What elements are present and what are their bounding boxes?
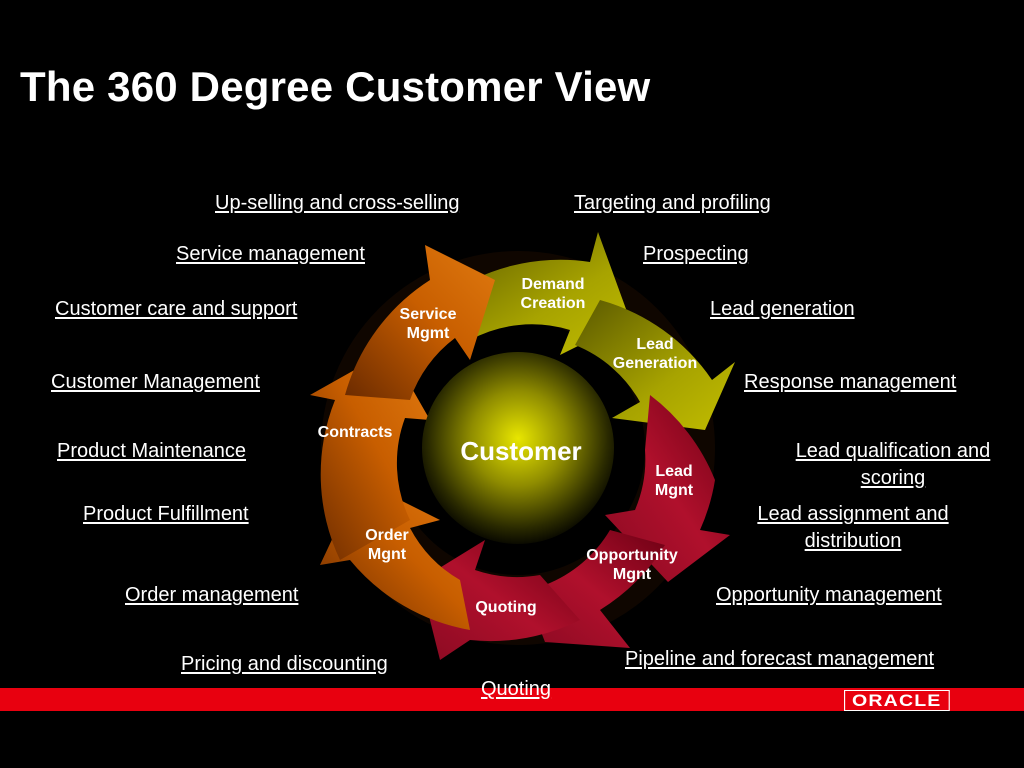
stage-label-line: Order [365,527,409,544]
stage-label-line: Contracts [318,424,393,441]
link-response-management[interactable]: Response management [744,371,957,393]
stage-label-line: Service [400,306,457,323]
link-lead-generation[interactable]: Lead generation [710,298,855,320]
stage-label-line: Demand [521,276,584,293]
segment-lead-mgnt [605,395,730,582]
link-targeting-profiling[interactable]: Targeting and profiling [574,192,771,214]
link-customer-management[interactable]: Customer Management [51,371,260,393]
link-opportunity-management[interactable]: Opportunity management [716,584,942,606]
footer-bar: ORACLE [0,688,1024,711]
link-up-selling[interactable]: Up-selling and cross-selling [215,192,460,214]
cycle-segments [310,232,735,660]
link-service-management[interactable]: Service management [176,243,365,265]
center-label: Customer [460,436,581,466]
stage-label-line: Lead [655,463,692,480]
stage-label-line: Mgnt [655,482,694,499]
page-title: The 360 Degree Customer View [20,63,651,110]
stage-label-quoting: Quoting [475,599,536,616]
stage-label-contracts: Contracts [318,424,393,441]
oracle-logo: ORACLE [844,690,950,711]
segment-contracts [310,350,430,560]
segment-service-mgmt [345,245,495,400]
link-quoting[interactable]: Quoting [481,678,552,700]
link-product-maintenance[interactable]: Product Maintenance [57,440,247,462]
stage-label-line: Mgmt [407,325,450,342]
link-customer-care[interactable]: Customer care and support [55,298,298,320]
link-product-fulfillment[interactable]: Product Fulfillment [83,503,249,525]
link-pricing-discounting[interactable]: Pricing and discounting [181,653,388,675]
link-lead-assignment[interactable]: Lead assignment and distribution [757,503,949,552]
link-order-management[interactable]: Order management [125,584,299,606]
segment-lead-generation [575,300,735,430]
link-prospecting[interactable]: Prospecting [643,243,749,265]
customer-core [422,352,614,544]
stage-label-line: Opportunity [586,547,678,564]
stage-label-line: Mgnt [613,566,652,583]
segment-demand-creation [440,232,630,355]
stage-label-line: Quoting [475,599,536,616]
stage-label-line: Mgnt [368,546,407,563]
link-lead-qualification[interactable]: Lead qualification and scoring [795,440,991,489]
stage-label-line: Creation [521,295,586,312]
stage-label-line: Lead [636,336,673,353]
segment-quoting [420,540,580,660]
link-pipeline-forecast[interactable]: Pipeline and forecast management [625,648,935,670]
stage-label-line: Generation [613,355,697,372]
